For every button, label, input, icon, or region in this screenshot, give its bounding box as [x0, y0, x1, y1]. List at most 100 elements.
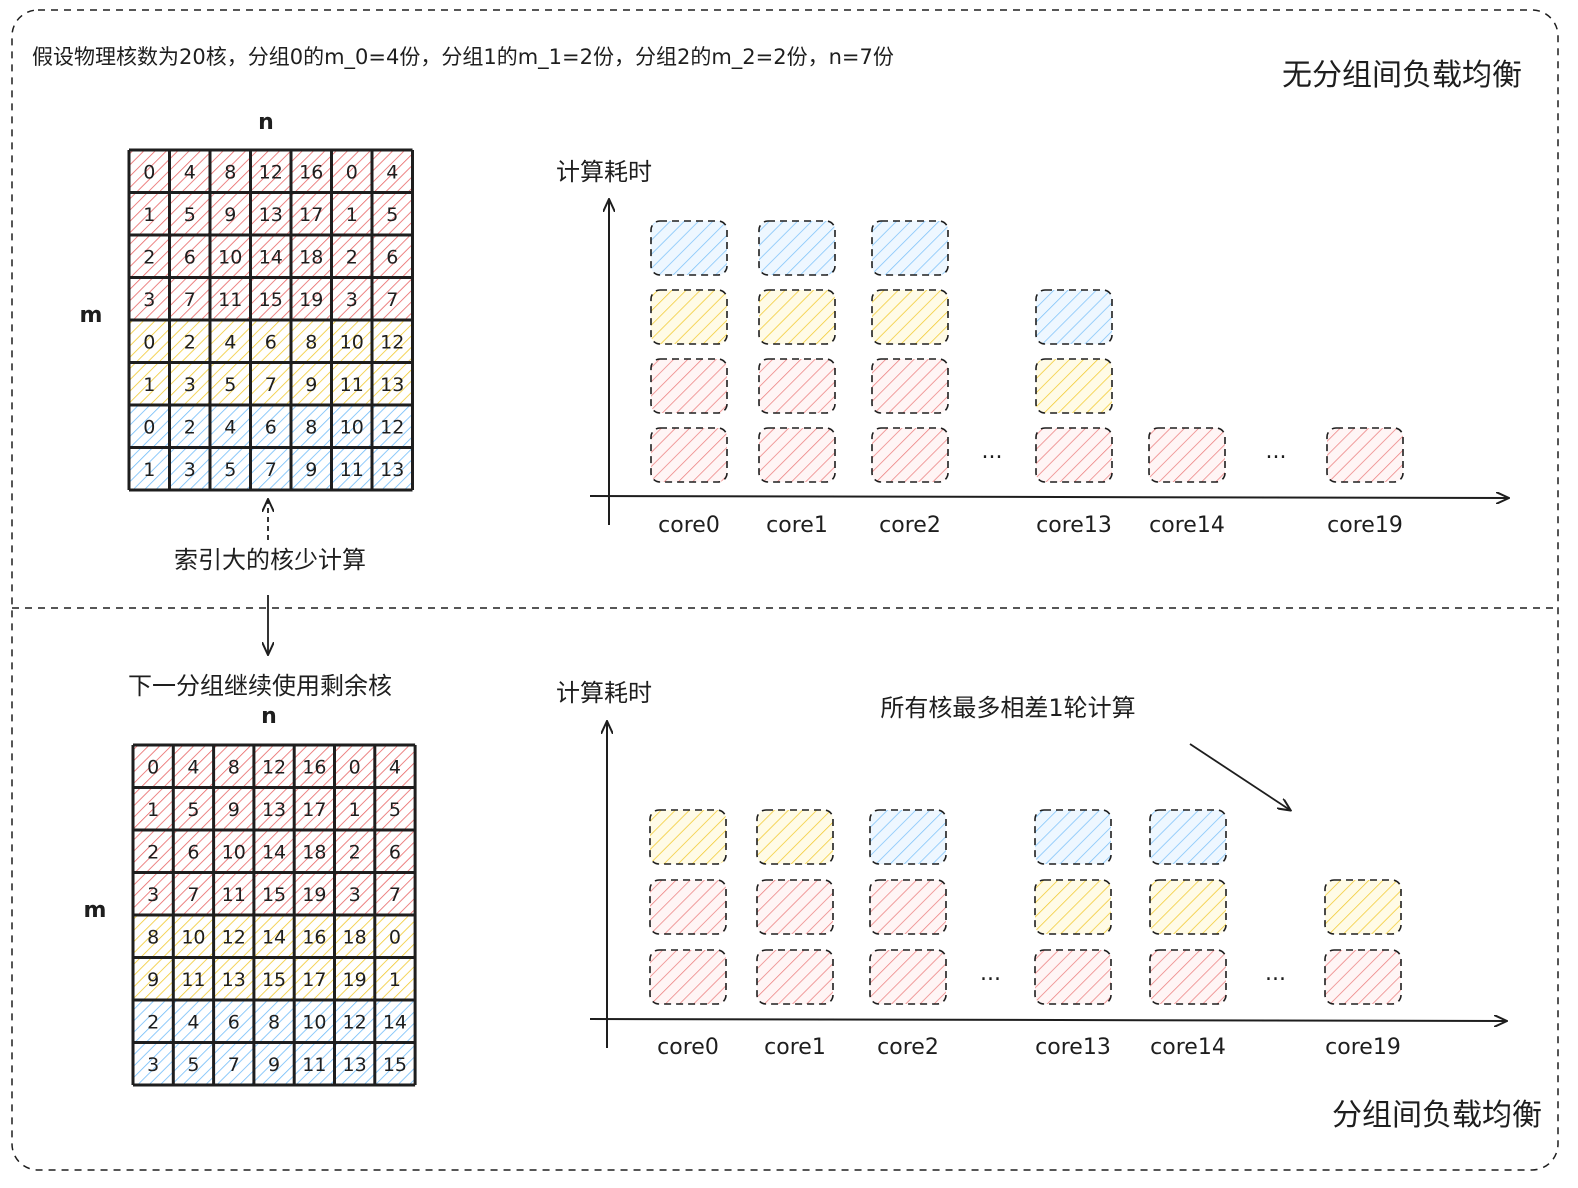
- grid-cell: [129, 447, 170, 490]
- grid-cell-value: 17: [302, 799, 326, 821]
- bar-block-core1-yellow: [756, 809, 834, 865]
- grid-cell-value: 0: [143, 416, 155, 438]
- grid-cell-value: 1: [349, 799, 361, 821]
- grid-cell: [294, 1000, 335, 1043]
- bottom-chart-x-axis: [589, 1019, 1506, 1021]
- grid-cell-value: 5: [187, 799, 199, 821]
- grid-cell-value: 3: [147, 1054, 159, 1076]
- grid-cell-value: 4: [184, 161, 196, 183]
- grid-cell-value: 2: [349, 841, 361, 863]
- grid-cell-value: 1: [143, 459, 155, 481]
- grid-cell: [213, 830, 254, 873]
- grid-cell-value: 12: [222, 926, 246, 948]
- x-tick-label: core19: [1327, 513, 1403, 538]
- grid-cell: [253, 830, 295, 873]
- grid-cell: [334, 1000, 375, 1043]
- grid-cell: [169, 192, 210, 235]
- grid-cell-value: 14: [262, 926, 286, 948]
- grid-cell-value: 5: [224, 374, 236, 396]
- grid-cell: [210, 405, 251, 448]
- bar-block-core13-red: [1034, 949, 1112, 1005]
- grid-cell: [210, 447, 251, 490]
- bar-block-core14-yellow: [1149, 879, 1227, 935]
- grid-cell-value: 8: [305, 416, 317, 438]
- grid-cell: [250, 320, 291, 363]
- grid-cell: [133, 787, 174, 830]
- grid-cell: [250, 277, 291, 320]
- bar-block-core13-yellow: [1034, 879, 1112, 935]
- grid-cell-value: 6: [228, 1011, 240, 1033]
- grid-cell-value: 13: [343, 1054, 367, 1076]
- grid-cell: [173, 957, 214, 1000]
- grid-cell: [374, 872, 416, 915]
- grid-cell: [291, 447, 332, 490]
- grid-cell-value: 0: [147, 756, 159, 778]
- grid-cell-value: 6: [265, 416, 277, 438]
- grid-cell: [210, 192, 251, 235]
- grid-cell: [372, 362, 413, 405]
- grid-cell: [173, 830, 214, 873]
- bottom-chart-annotation-arrow: [1189, 743, 1290, 810]
- grid-cell: [331, 320, 372, 363]
- grid-cell: [133, 915, 174, 958]
- grid-cell: [374, 830, 416, 873]
- grid-cell-value: 3: [143, 289, 155, 311]
- grid-cell: [250, 405, 291, 448]
- grid-cell-value: 6: [389, 841, 401, 863]
- grid-cell-value: 3: [184, 374, 196, 396]
- grid-cell: [169, 405, 210, 448]
- grid-cell: [372, 320, 413, 363]
- grid-cell: [294, 915, 335, 958]
- grid-cell: [250, 447, 291, 490]
- grid-cell: [372, 235, 413, 278]
- grid-cell-value: 7: [389, 884, 401, 906]
- grid-cell: [210, 320, 251, 363]
- grid-cell-value: 2: [147, 841, 159, 863]
- grid-cell: [210, 235, 251, 278]
- grid-cell-value: 8: [147, 926, 159, 948]
- bar-block-core2-blue: [871, 220, 949, 276]
- bottom-chart-annotation: 所有核最多相差1轮计算: [880, 694, 1135, 722]
- grid-cell-value: 13: [380, 459, 404, 481]
- grid-cell: [331, 447, 372, 490]
- top-section-title: 无分组间负载均衡: [1282, 58, 1522, 93]
- bar-block-core19-red: [1324, 949, 1402, 1005]
- bar-block-core14-blue: [1149, 809, 1227, 865]
- grid-cell-value: 4: [224, 331, 236, 353]
- grid-cell: [372, 405, 413, 448]
- grid-cell: [169, 235, 210, 278]
- grid-cell: [213, 787, 254, 830]
- grid-cell-value: 13: [262, 799, 286, 821]
- grid-cell: [129, 235, 170, 278]
- grid-cell-value: 8: [228, 756, 240, 778]
- grid-cell-value: 11: [181, 969, 205, 991]
- grid-cell: [374, 957, 416, 1000]
- grid-cell-value: 0: [389, 926, 401, 948]
- bottom-annotation: 下一分组继续使用剩余核: [128, 672, 392, 700]
- bar-block-core2-blue: [869, 809, 947, 865]
- grid-cell-value: 16: [302, 926, 326, 948]
- grid-cell-value: 10: [222, 841, 246, 863]
- grid-cell: [213, 915, 254, 958]
- grid-cell: [253, 1000, 295, 1043]
- ellipsis-label: ...: [980, 961, 1001, 986]
- bottom-chart-ylabel: 计算耗时: [556, 679, 652, 707]
- grid-cell: [250, 150, 291, 193]
- grid-cell-value: 18: [302, 841, 326, 863]
- top-annotation: 索引大的核少计算: [174, 546, 366, 574]
- grid-cell-value: 9: [305, 459, 317, 481]
- grid-cell-value: 2: [143, 246, 155, 268]
- grid-cell: [129, 362, 170, 405]
- grid-cell-value: 2: [184, 416, 196, 438]
- top-axis-n: n: [258, 110, 274, 135]
- grid-cell-value: 19: [343, 969, 367, 991]
- grid-cell-value: 11: [340, 374, 364, 396]
- grid-cell: [169, 277, 210, 320]
- grid-cell: [213, 1042, 254, 1085]
- grid-cell-value: 14: [259, 246, 283, 268]
- x-tick-label: core2: [879, 513, 941, 538]
- grid-cell-value: 15: [383, 1054, 407, 1076]
- bar-block-core13-red: [1035, 427, 1113, 483]
- bar-block-core1-red: [758, 427, 836, 483]
